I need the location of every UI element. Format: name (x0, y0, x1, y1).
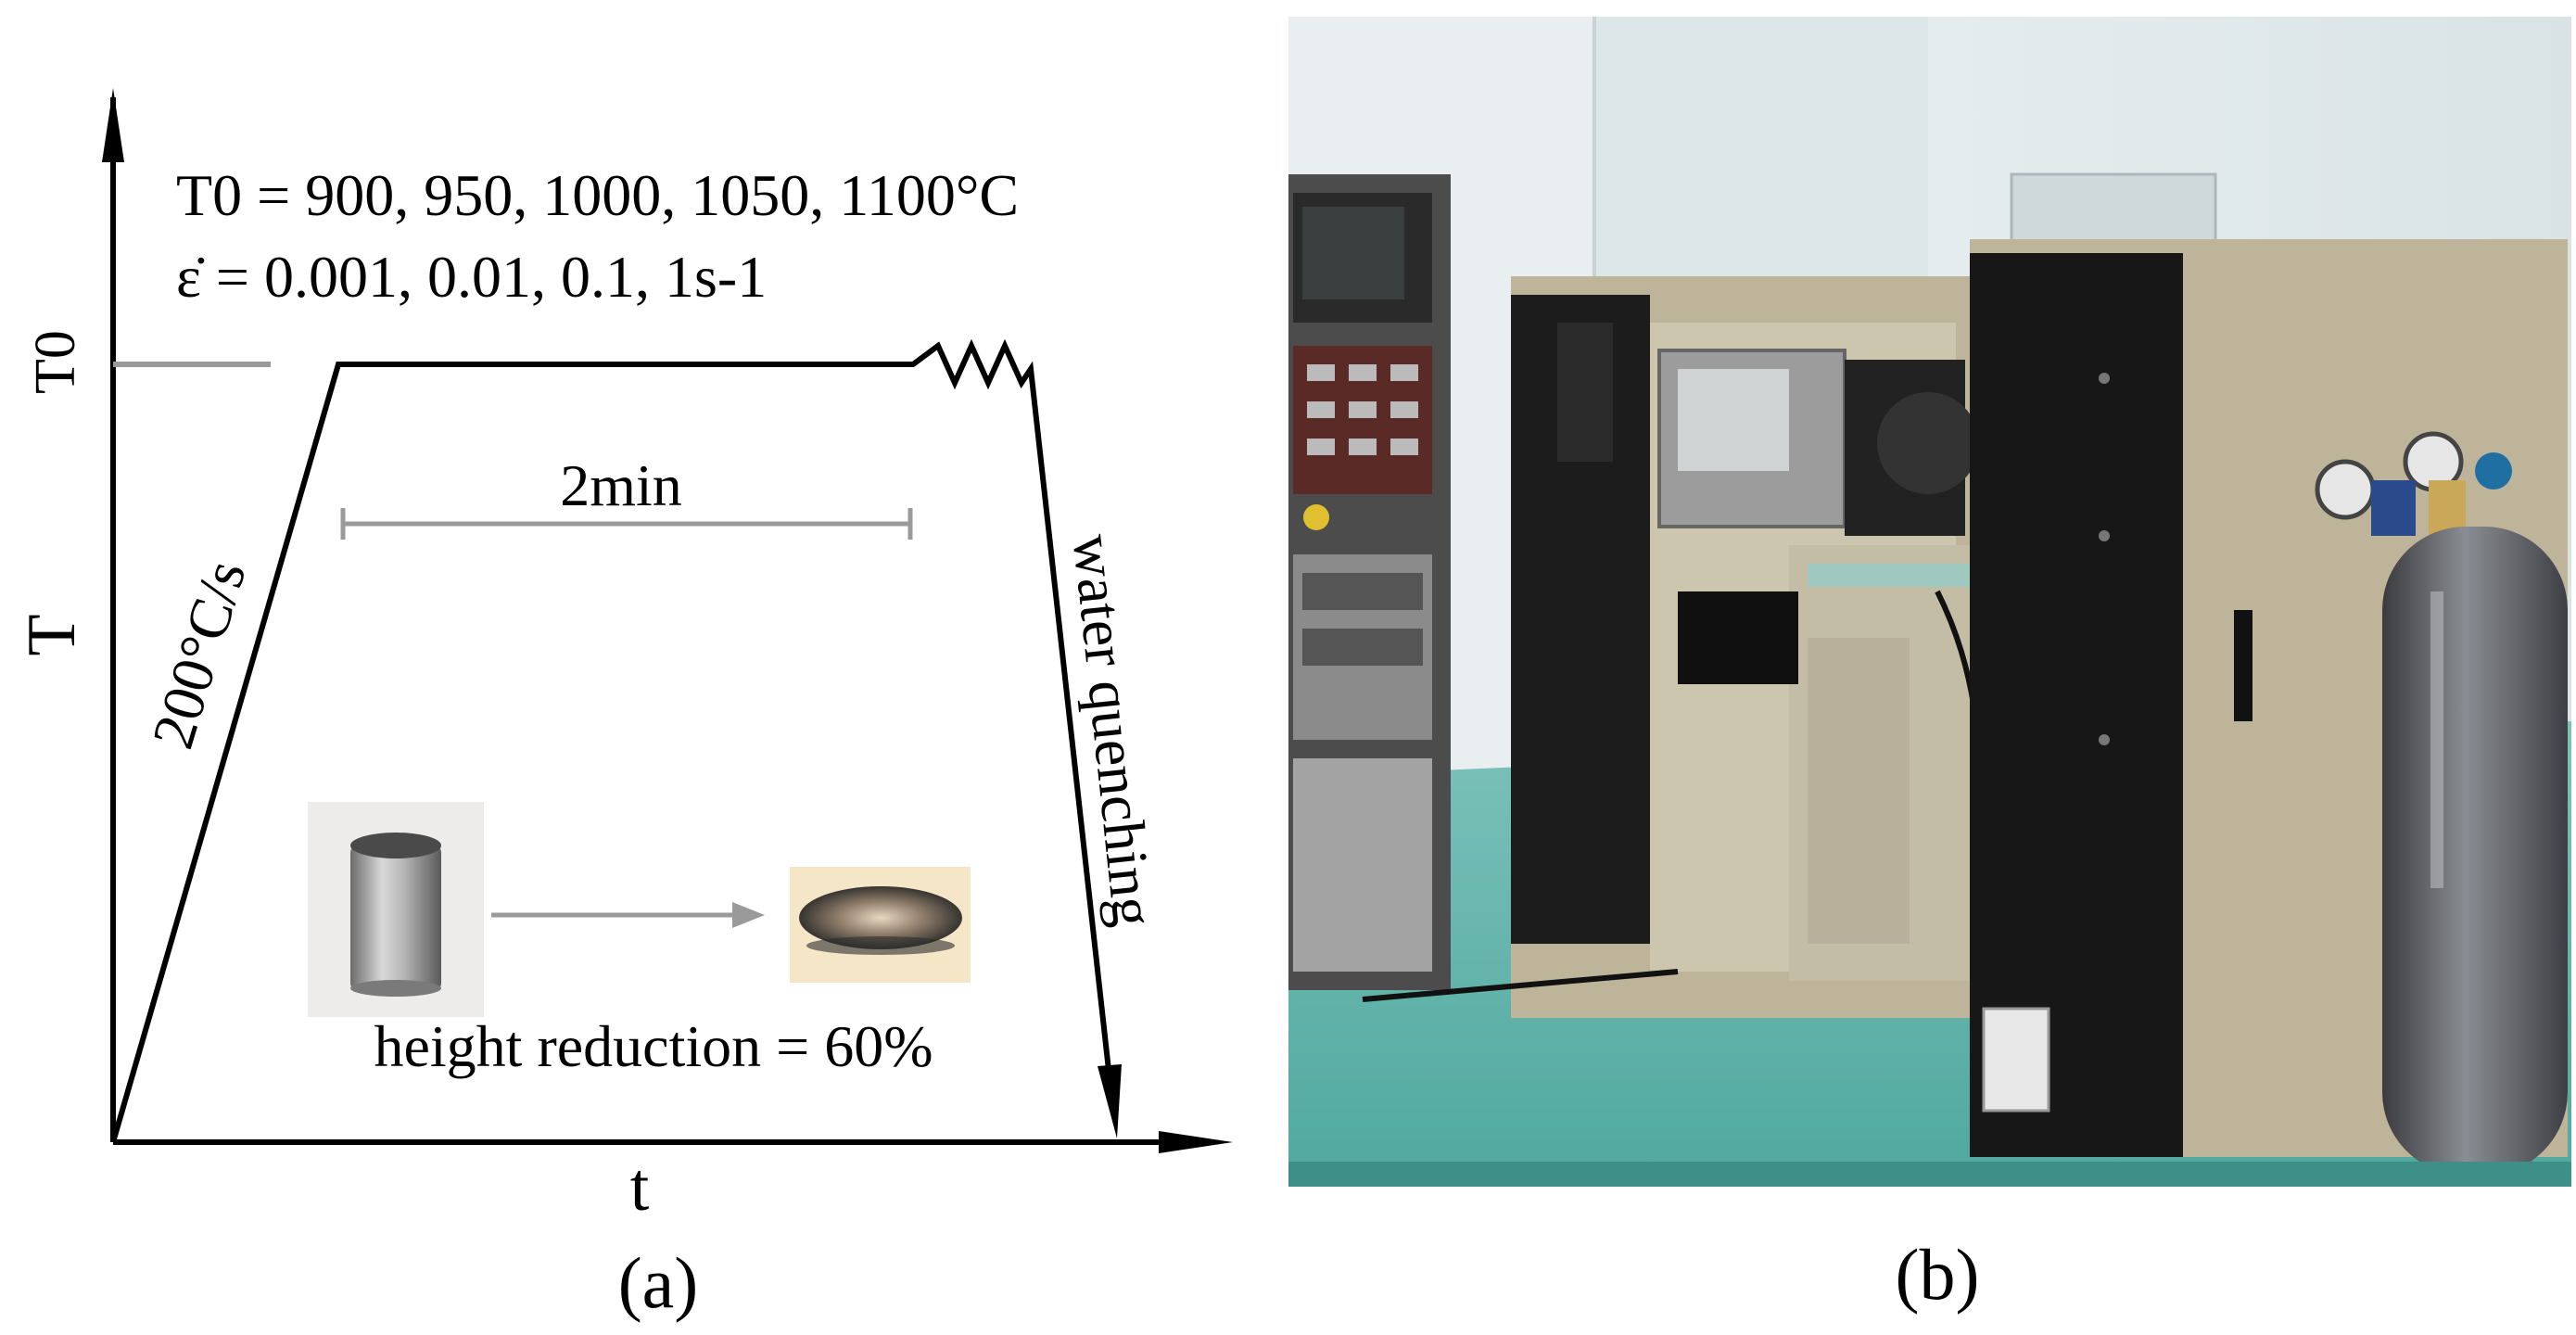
x-axis-arrow-icon (1159, 1131, 1233, 1153)
strain-rate-params-text: ε̇ = 0.001, 0.01, 0.1, 1s-1 (176, 244, 767, 310)
thermal-schedule-diagram: T0 = 900, 950, 1000, 1050, 1100°C ε̇ = 0… (14, 88, 1233, 1323)
height-reduction-label: height reduction = 60% (374, 1013, 933, 1079)
testing-machine-photo (1288, 17, 2571, 1187)
y-axis-label: T (14, 614, 90, 655)
hold-time-label: 2min (560, 452, 682, 518)
specimen-arrow-icon (732, 902, 765, 928)
quench-arrow-icon (1098, 1064, 1122, 1138)
temperature-profile-line (110, 338, 1115, 1143)
heating-rate-label: 200°C/s (139, 553, 258, 756)
y-tick-t0-label: T0 (24, 330, 87, 394)
caption-b: (b) (1895, 1234, 1980, 1315)
caption-a: (a) (618, 1242, 699, 1323)
specimen-before-image (308, 802, 484, 1017)
specimen-after-image (790, 867, 971, 983)
x-axis-label: t (630, 1150, 650, 1226)
temperature-params-text: T0 = 900, 950, 1000, 1050, 1100°C (176, 162, 1019, 228)
quench-label: water quenching (1060, 531, 1167, 930)
y-axis-arrow-icon (102, 88, 124, 162)
